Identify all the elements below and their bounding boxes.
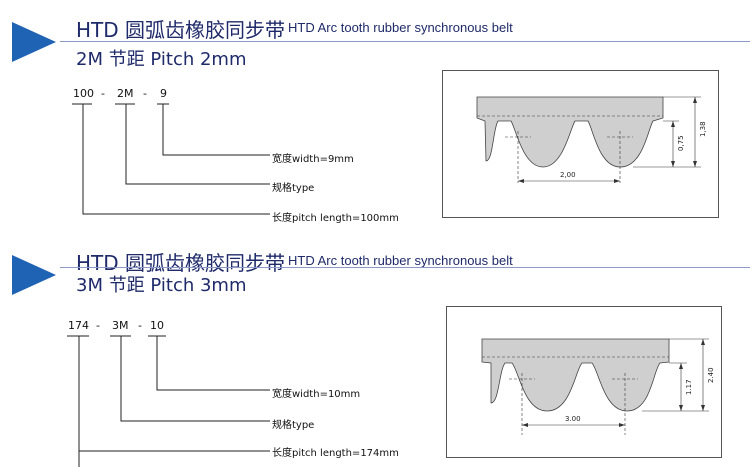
pitch-dim-arrow-left <box>518 179 524 183</box>
label-type: 规格type <box>272 420 315 431</box>
dim-tooth-height: 0,75 <box>677 135 685 151</box>
tooth-profile-svg: 3.00 2.40 1.17 <box>481 338 715 435</box>
code-length: 100 <box>73 87 94 100</box>
total-height-arrow-top <box>701 339 705 345</box>
code-sep2: - <box>138 319 142 332</box>
tooth-height-arrow-bottom <box>671 161 675 167</box>
dim-pitch: 2,00 <box>560 171 576 179</box>
code-pitch: 3M <box>112 319 129 332</box>
dim-total-height: 2.40 <box>707 367 715 383</box>
code-width: 10 <box>150 319 164 332</box>
section-2m: HTD 圆弧齿橡胶同步带 HTD Arc tooth rubber synchr… <box>0 0 750 233</box>
dim-tooth-height: 1.17 <box>685 379 693 395</box>
section-title-cn: HTD 圆弧齿橡胶同步带 <box>76 251 286 275</box>
code-diagram: 174 - 3M - 10 宽度width=10mm 规格type 长度pitc… <box>60 317 440 467</box>
section-title-en: HTD Arc tooth rubber synchronous belt <box>288 20 513 35</box>
code-pitch: 2M <box>117 87 134 100</box>
code-diagram: 100 - 2M - 9 宽度width=9mm 规格type 长度pitch … <box>60 80 440 230</box>
code-sep1: - <box>96 319 100 332</box>
tooth-profile-svg: 2,00 1,38 0,75 <box>476 96 707 183</box>
tooth-height-arrow-top <box>671 121 675 127</box>
divider-line <box>60 41 750 42</box>
triangle-marker-icon <box>12 255 56 295</box>
pitch-dim-arrow-right <box>619 423 625 427</box>
label-type: 规格type <box>272 183 315 194</box>
code-sep1: - <box>101 87 105 100</box>
belt-profile <box>476 96 664 168</box>
total-height-arrow-bottom <box>693 161 697 167</box>
pitch-dim-arrow-left <box>522 423 528 427</box>
code-sep2: - <box>143 87 147 100</box>
code-leader-lines <box>67 335 270 467</box>
tooth-height-arrow-top <box>679 363 683 369</box>
total-height-arrow-top <box>693 97 697 103</box>
dim-pitch: 3.00 <box>565 415 581 423</box>
divider-line <box>60 267 750 268</box>
label-length: 长度pitch length=100mm <box>272 213 399 224</box>
pitch-dim-arrow-right <box>614 179 620 183</box>
dim-total-height: 1,38 <box>699 121 707 137</box>
belt-profile <box>481 338 670 412</box>
label-width: 宽度width=9mm <box>272 154 354 165</box>
section-title-cn: HTD 圆弧齿橡胶同步带 <box>76 18 286 42</box>
tooth-profile-diagram: 2,00 1,38 0,75 <box>442 70 719 218</box>
label-width: 宽度width=10mm <box>272 389 361 400</box>
pitch-title: 3M 节距 Pitch 3mm <box>76 275 247 296</box>
code-width: 9 <box>160 87 167 100</box>
code-length: 174 <box>68 319 89 332</box>
pitch-title: 2M 节距 Pitch 2mm <box>76 49 247 70</box>
triangle-marker-icon <box>12 22 56 62</box>
label-length: 长度pitch length=174mm <box>272 448 399 459</box>
section-title-en: HTD Arc tooth rubber synchronous belt <box>288 253 513 268</box>
code-leader-lines <box>72 103 270 215</box>
total-height-arrow-bottom <box>701 405 705 411</box>
section-3m: HTD 圆弧齿橡胶同步带 HTD Arc tooth rubber synchr… <box>0 233 750 467</box>
tooth-profile-diagram: 3.00 2.40 1.17 <box>446 306 722 458</box>
tooth-height-arrow-bottom <box>679 405 683 411</box>
